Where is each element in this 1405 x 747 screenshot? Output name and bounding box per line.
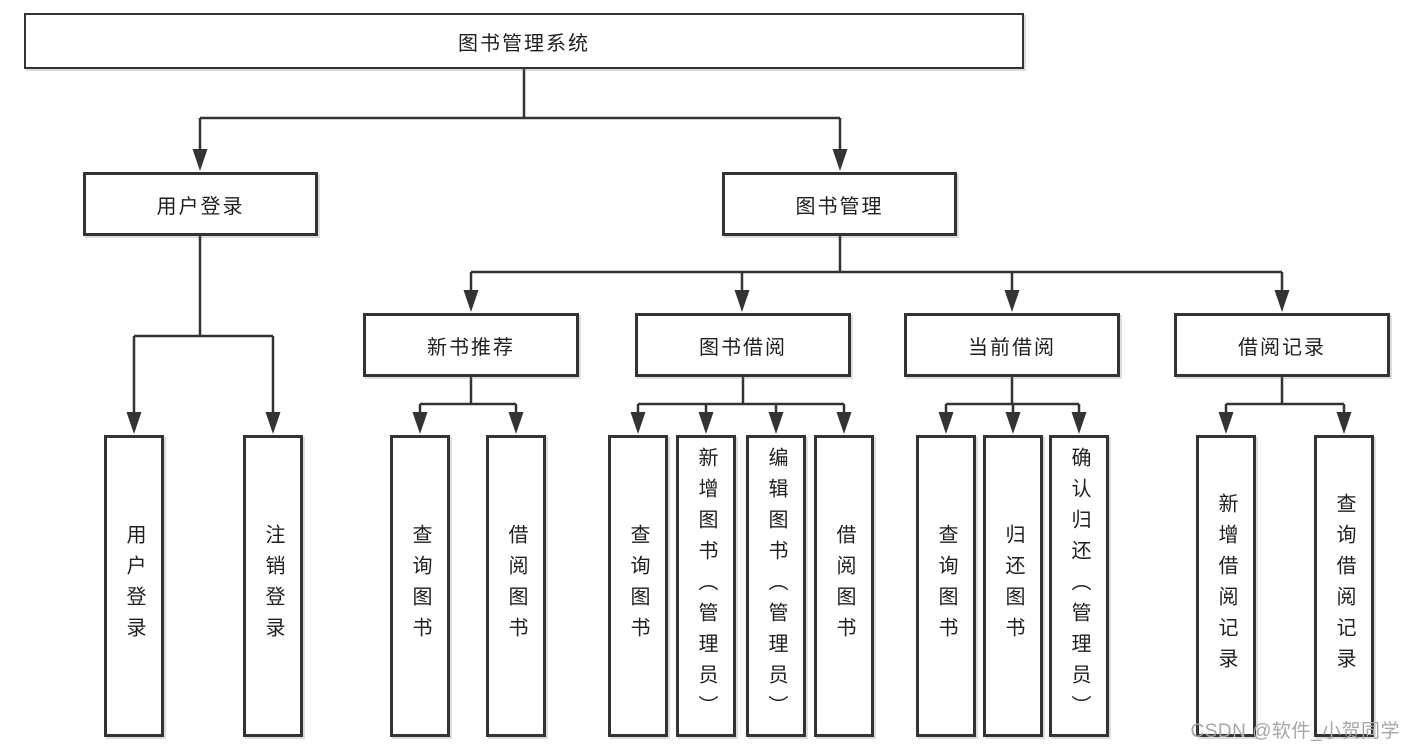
node-label: 图书管理 (795, 195, 884, 218)
leaf-logout: 注销登录 (243, 435, 303, 737)
node-book-management: 图书管理 (722, 172, 957, 236)
node-label: 图书管理系统 (458, 32, 590, 55)
leaf-label: 注销登录 (262, 524, 284, 648)
leaf-label: 新增借阅记录 (1215, 493, 1237, 679)
node-book-borrowing: 图书借阅 (635, 313, 851, 377)
leaf-add-books-admin: 新增图书（管理员） (676, 435, 736, 737)
leaf-borrow-books-recommend: 借阅图书 (486, 435, 546, 737)
node-library-management-system: 图书管理系统 (24, 13, 1024, 69)
node-label: 图书借阅 (699, 336, 787, 359)
leaf-label: 编辑图书（管理员） (765, 446, 787, 726)
leaf-label: 查询图书 (627, 524, 649, 648)
leaf-label: 查询图书 (409, 524, 431, 648)
node-borrowing-records: 借阅记录 (1174, 313, 1390, 377)
node-current-borrowing: 当前借阅 (904, 313, 1120, 377)
leaf-label: 查询借阅记录 (1333, 493, 1355, 679)
csdn-watermark: CSDN @软件_小贺同学 (1190, 721, 1400, 742)
leaf-label: 借阅图书 (833, 524, 855, 648)
leaf-add-borrow-record: 新增借阅记录 (1196, 435, 1256, 737)
node-user-login: 用户登录 (83, 172, 318, 236)
leaf-label: 确认归还（管理员） (1068, 446, 1090, 726)
leaf-label: 查询图书 (935, 524, 957, 648)
leaf-user-login: 用户登录 (104, 435, 164, 737)
leaf-label: 新增图书（管理员） (695, 446, 717, 726)
leaf-label: 借阅图书 (505, 524, 527, 648)
leaf-confirm-return-admin: 确认归还（管理员） (1049, 435, 1109, 737)
leaf-label: 归还图书 (1002, 524, 1024, 648)
leaf-return-books: 归还图书 (983, 435, 1043, 737)
node-label: 用户登录 (156, 195, 245, 218)
node-label: 新书推荐 (427, 336, 515, 359)
leaf-label: 用户登录 (123, 524, 145, 648)
node-new-book-recommendation: 新书推荐 (363, 313, 579, 377)
leaf-query-books-current: 查询图书 (916, 435, 976, 737)
node-label: 当前借阅 (968, 336, 1056, 359)
leaf-query-borrow-record: 查询借阅记录 (1314, 435, 1374, 737)
leaf-query-books-recommend: 查询图书 (390, 435, 450, 737)
node-label: 借阅记录 (1238, 336, 1326, 359)
leaf-query-books-borrow: 查询图书 (608, 435, 668, 737)
leaf-edit-books-admin: 编辑图书（管理员） (746, 435, 806, 737)
leaf-borrow-books: 借阅图书 (814, 435, 874, 737)
